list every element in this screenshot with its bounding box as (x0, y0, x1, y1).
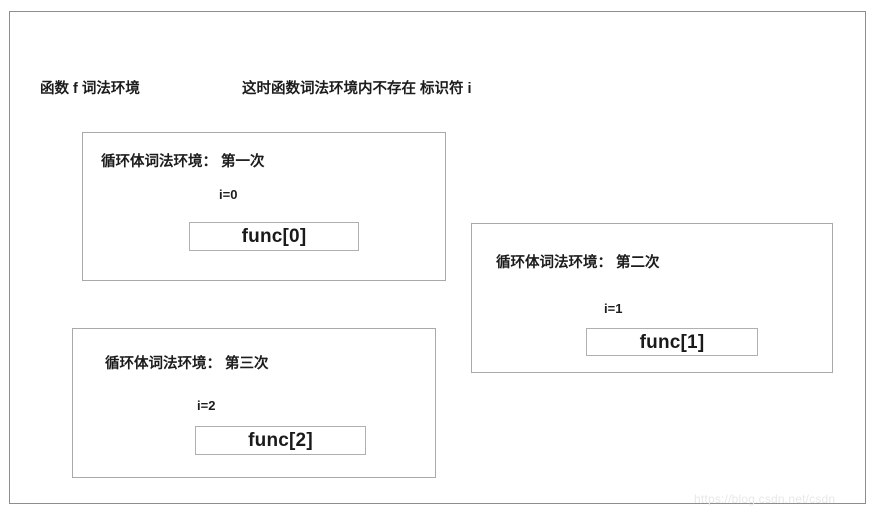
block-variable-2: i=1 (604, 301, 623, 316)
function-environment-label: 函数 f 词法环境 (40, 81, 140, 97)
block-variable-3: i=2 (197, 398, 216, 413)
block-title-1: 循环体词法环境： 第一次 (101, 154, 265, 170)
block-title-2: 循环体词法环境： 第二次 (496, 255, 660, 271)
loop-block-environment-1: 循环体词法环境： 第一次 i=0 func[0] (82, 132, 446, 281)
function-environment-note: 这时函数词法环境内不存在 标识符 i (242, 81, 472, 97)
loop-block-environment-2: 循环体词法环境： 第二次 i=1 func[1] (471, 223, 833, 373)
func-label-2: func[2] (248, 430, 313, 451)
func-label-0: func[0] (241, 226, 307, 247)
watermark: https://blog.csdn.net/csdn (694, 492, 836, 506)
block-title-3: 循环体词法环境： 第三次 (105, 356, 269, 372)
func-box-2: func[2] (195, 426, 366, 455)
loop-block-environment-3: 循环体词法环境： 第三次 i=2 func[2] (72, 328, 436, 478)
func-label-1: func[1] (639, 331, 705, 353)
func-box-0: func[0] (189, 222, 359, 251)
func-box-1: func[1] (586, 328, 758, 356)
block-variable-1: i=0 (219, 187, 238, 202)
